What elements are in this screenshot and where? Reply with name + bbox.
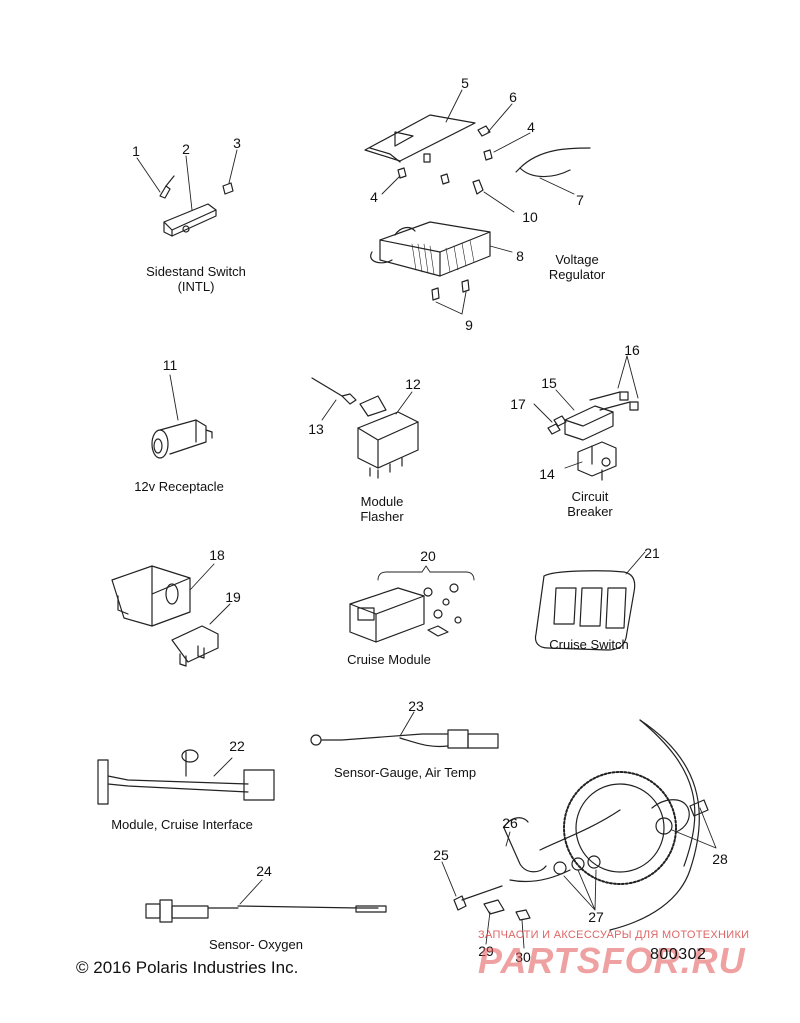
- callout-20: 20: [420, 548, 436, 564]
- callout-15: 15: [541, 375, 557, 391]
- caption-air-temp-sensor: Sensor-Gauge, Air Temp: [333, 765, 477, 780]
- callout-5: 5: [461, 75, 469, 91]
- oxygen-sensor-art: [145, 879, 387, 923]
- callout-30: 30: [515, 949, 531, 965]
- callout-18: 18: [209, 547, 225, 563]
- callout-1: 1: [132, 143, 140, 159]
- callout-11: 11: [162, 357, 178, 373]
- caption-oxygen-sensor: Sensor- Oxygen: [209, 937, 303, 952]
- watermark-logo: PARTSFOR.RU: [478, 940, 746, 981]
- voltage-regulator-art: [364, 89, 591, 315]
- callout-23: 23: [408, 698, 424, 714]
- diagram-part-number: 800302: [650, 946, 707, 963]
- speed-sensor-art: [441, 719, 717, 949]
- callout-19: 19: [225, 589, 241, 605]
- flasher-art: [311, 377, 419, 479]
- callout-22: 22: [229, 738, 245, 754]
- sidestand-switch-art: [136, 149, 238, 237]
- callout-29: 29: [478, 943, 494, 959]
- caption-circuit-breaker: Circuit Breaker: [567, 489, 613, 519]
- callout-16: 16: [624, 342, 640, 358]
- callout-27: 27: [588, 909, 604, 925]
- callout-24: 24: [256, 863, 272, 879]
- callout-12: 12: [405, 376, 421, 392]
- caption-module-flasher: Module Flasher: [360, 494, 404, 524]
- callout-26: 26: [502, 815, 518, 831]
- callout-2: 2: [182, 141, 190, 157]
- caption-12v-receptacle: 12v Receptacle: [134, 479, 224, 494]
- caption-sidestand-switch: Sidestand Switch (INTL): [146, 264, 246, 294]
- callout-9: 9: [465, 317, 473, 333]
- callout-4b: 4: [527, 119, 535, 135]
- caption-cruise-module: Cruise Module: [347, 652, 431, 667]
- callout-8: 8: [516, 248, 524, 264]
- fuse-holder-art: [111, 563, 231, 667]
- callout-21: 21: [644, 545, 660, 561]
- cruise-module-art: [349, 565, 475, 643]
- watermark-tagline: ЗАПЧАСТИ И АКСЕССУАРЫ ДЛЯ МОТОТЕХНИКИ: [478, 929, 750, 941]
- caption-cruise-interface: Module, Cruise Interface: [111, 817, 253, 832]
- cruise-interface-art: [97, 749, 275, 805]
- callout-10: 10: [522, 209, 538, 225]
- circuit-breaker-art: [533, 355, 639, 481]
- caption-voltage-regulator: Voltage Regulator: [548, 252, 606, 282]
- callout-6: 6: [509, 89, 517, 105]
- callout-25: 25: [433, 847, 449, 863]
- receptacle-art: [151, 374, 213, 459]
- copyright-notice: © 2016 Polaris Industries Inc.: [76, 958, 299, 977]
- callout-3: 3: [233, 135, 241, 151]
- caption-cruise-switch: Cruise Switch: [549, 637, 629, 652]
- callout-13: 13: [308, 421, 324, 437]
- callout-28: 28: [712, 851, 728, 867]
- cruise-switch-art: [534, 551, 646, 651]
- callout-4a: 4: [370, 189, 378, 205]
- air-temp-sensor-art: [310, 711, 499, 749]
- callout-14: 14: [539, 466, 555, 482]
- callout-7: 7: [576, 192, 584, 208]
- callout-17: 17: [510, 396, 526, 412]
